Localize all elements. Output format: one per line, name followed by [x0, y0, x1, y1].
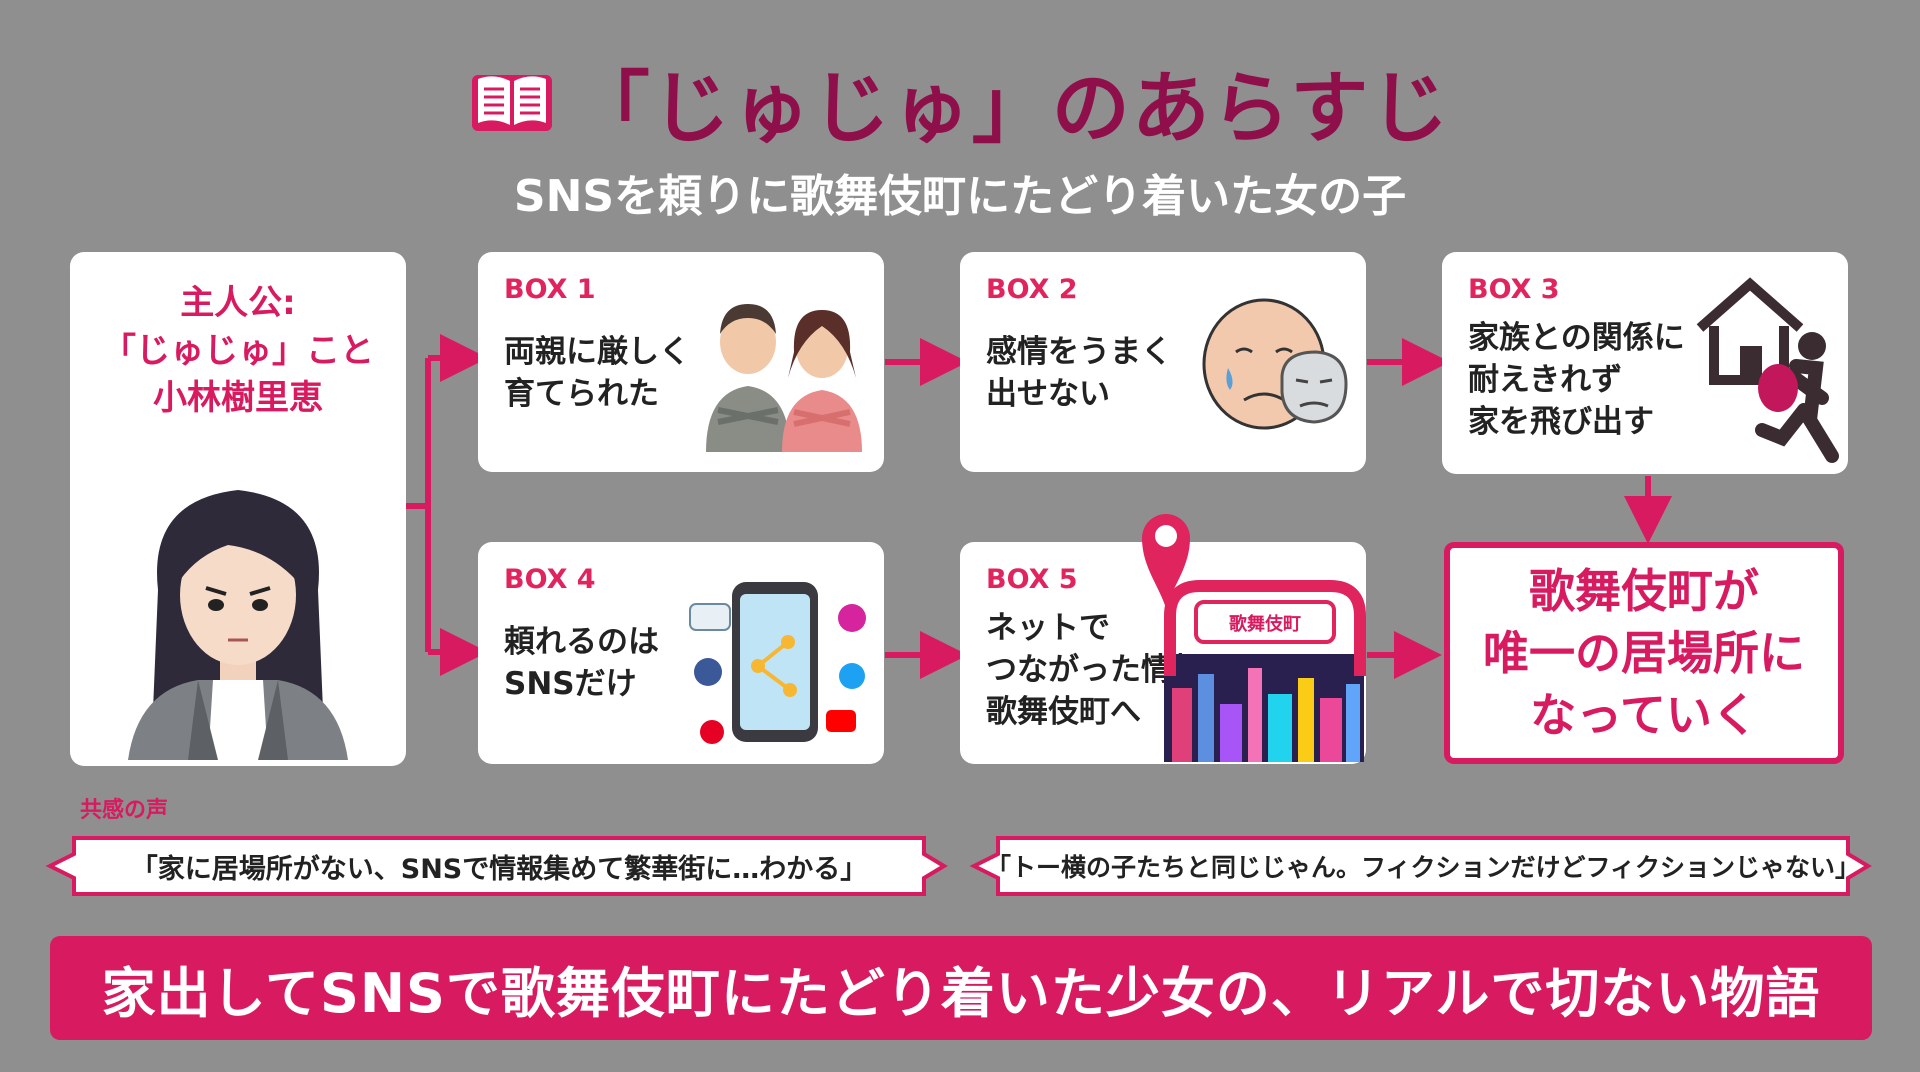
- box-2-text: 感情をうまく 出せない: [986, 334, 1172, 412]
- voices-label: 共感の声: [80, 798, 169, 823]
- kabukicho-sign: 歌舞伎町: [1229, 614, 1301, 635]
- box-4-label: BOX 4: [504, 564, 596, 595]
- instagram-icon: [838, 604, 866, 632]
- facebook-icon: [694, 658, 722, 686]
- box-2: BOX 2 感情をうまく 出せない: [960, 252, 1366, 472]
- page-title: 「じゅじゅ」のあらすじ: [571, 64, 1451, 154]
- voice-bubble-left: 「家に居場所がない、SNSで情報集めて繁華街に…わかる」: [44, 832, 954, 900]
- box-3-label: BOX 3: [1468, 274, 1560, 305]
- social-media-phone-icon: [689, 582, 866, 744]
- box-5-text: ネットで つながった情報で 歌舞伎町へ: [986, 610, 1234, 730]
- footer-text: 家出してSNSで歌舞伎町にたどり着いた少女の、リアルで切ない物語: [101, 961, 1821, 1025]
- chat-bubble-icon: [689, 603, 731, 631]
- box-1: BOX 1 両親に厳しく 育てられた: [478, 252, 884, 472]
- twitter-icon: [839, 663, 865, 689]
- voice-right-text: 「トー横の子たちと同じじゃん。フィクションだけどフィクションじゃない」: [985, 853, 1860, 882]
- footer-banner: 家出してSNSで歌舞伎町にたどり着いた少女の、リアルで切ない物語: [50, 936, 1872, 1040]
- result-text: 歌舞伎町が 唯一の居場所に なっていく: [1483, 563, 1805, 743]
- box-3: BOX 3 家族との関係に 耐えきれず 家を飛び出す: [1442, 252, 1848, 474]
- box-1-label: BOX 1: [504, 274, 596, 305]
- protagonist-heading: 主人公: 「じゅじゅ」こと 小林樹里恵: [102, 283, 374, 419]
- result-box: 歌舞伎町が 唯一の居場所に なっていく: [1444, 542, 1844, 764]
- box-5: BOX 5 ネットで つながった情報で 歌舞伎町へ 歌舞伎町: [960, 514, 1366, 764]
- title-row: 「じゅじゅ」のあらすじ: [0, 52, 1920, 154]
- youtube-icon: [826, 710, 856, 732]
- box-4: BOX 4 頼れるのは SNSだけ: [478, 542, 884, 764]
- box-2-label: BOX 2: [986, 274, 1078, 305]
- box-3-text: 家族との関係に 耐えきれず 家を飛び出す: [1468, 320, 1685, 440]
- voice-bubble-right: 「トー横の子たちと同じじゃん。フィクションだけどフィクションじゃない」: [968, 832, 1878, 900]
- map-pin-icon: [1142, 514, 1190, 608]
- page-subtitle: SNSを頼りに歌舞伎町にたどり着いた女の子: [513, 171, 1407, 222]
- running-away-house-icon: [1696, 277, 1839, 463]
- protagonist-card: 主人公: 「じゅじゅ」こと 小林樹里恵: [70, 252, 406, 766]
- strict-parents-icon: [706, 304, 862, 452]
- box-1-text: 両親に厳しく 育てられた: [504, 334, 690, 412]
- protagonist-illustration: [128, 490, 348, 760]
- pinterest-icon: [700, 720, 724, 744]
- voice-left-text: 「家に居場所がない、SNSで情報集めて繁華街に…わかる」: [130, 853, 868, 885]
- box-5-label: BOX 5: [986, 564, 1078, 595]
- book-icon: [471, 75, 552, 131]
- kabukicho-street-illustration: [1164, 654, 1364, 762]
- box-4-text: 頼れるのは SNSだけ: [504, 624, 659, 702]
- hidden-emotion-mask-icon: [1202, 298, 1348, 430]
- kabukicho-gate-icon: [1164, 580, 1366, 676]
